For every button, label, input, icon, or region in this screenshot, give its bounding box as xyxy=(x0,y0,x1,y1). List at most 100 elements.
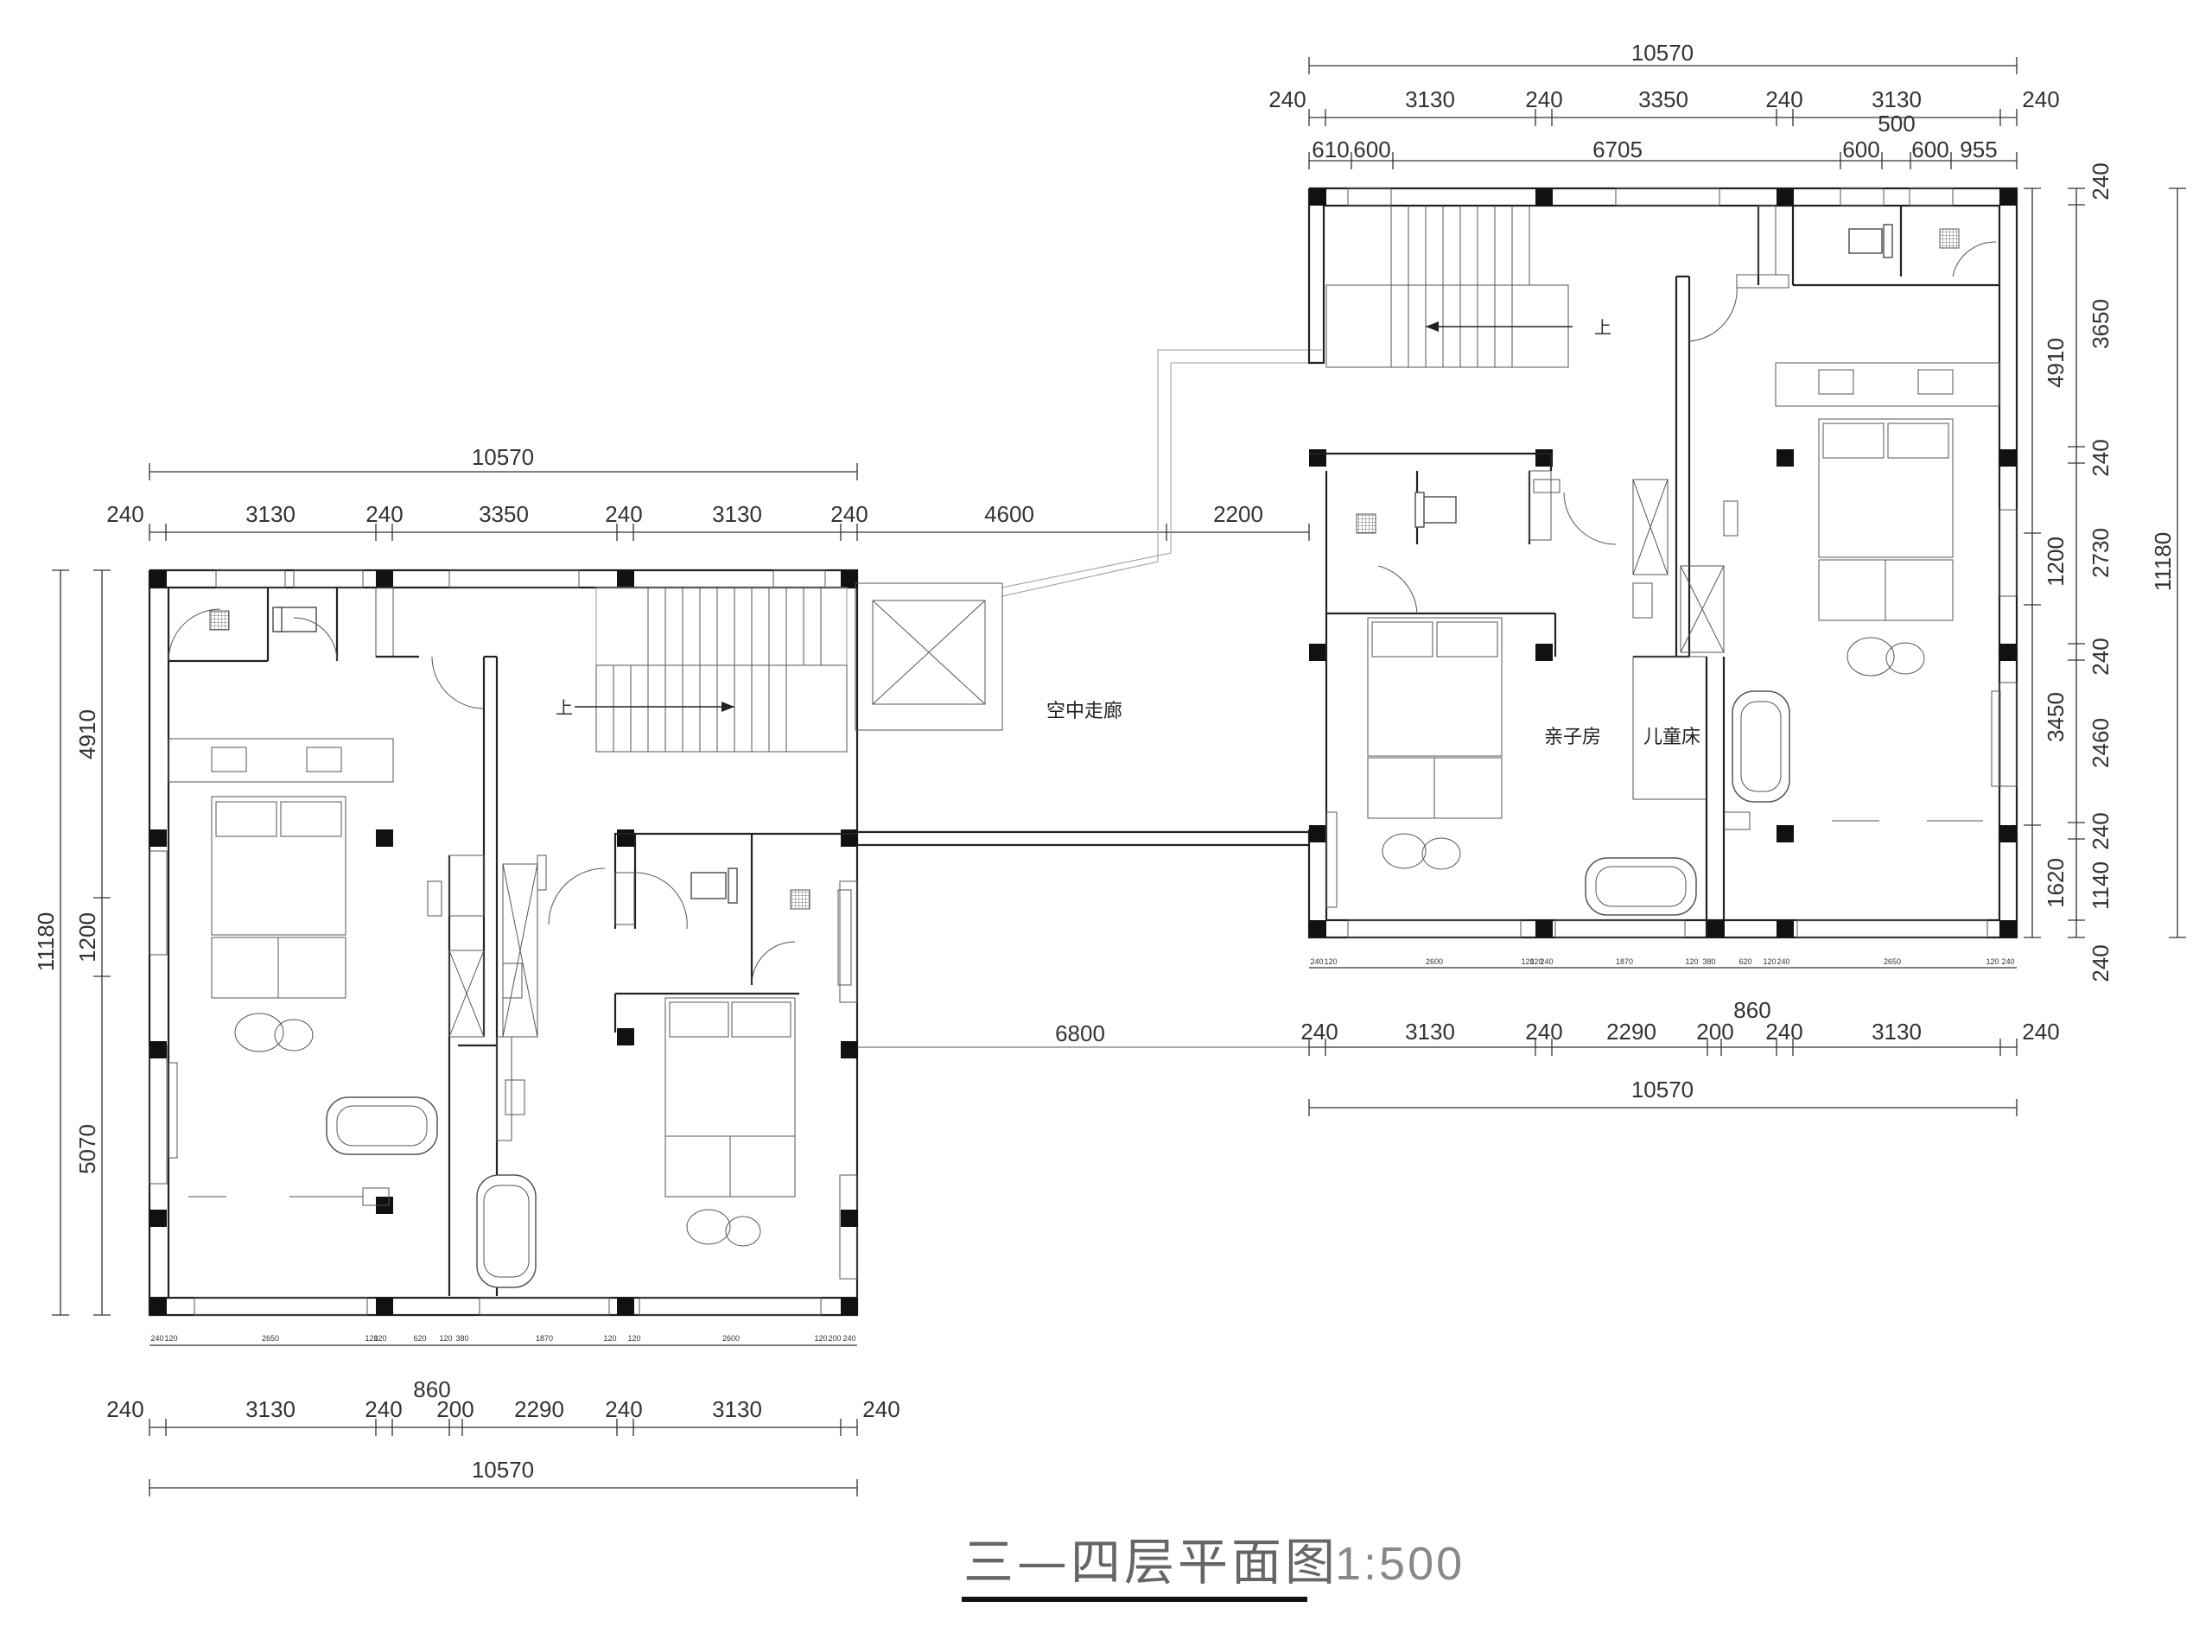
right-top-dimensions: 10570 240 3130 240 3350 240 3130 240 500… xyxy=(1268,40,2060,169)
left-side-total: 11180 xyxy=(33,912,59,971)
rt-part-4: 3350 xyxy=(1638,86,1688,112)
lb-part-1: 240 xyxy=(106,1396,143,1422)
rt-part-3: 240 xyxy=(1525,86,1562,112)
bed-left-block-2 xyxy=(613,992,799,1247)
lb-part-3: 240 xyxy=(365,1396,402,1422)
left-top-part-5: 240 xyxy=(605,501,642,527)
bed-left-block-1 xyxy=(211,796,346,1052)
left-bottom-dimensions: 240 120 2650 120 120 620 120 380 1870 12… xyxy=(106,1334,900,1496)
room-label-parent-child: 亲子房 xyxy=(1544,727,1601,748)
rb-small-2: 120 xyxy=(1324,957,1337,966)
rt-part-1: 240 xyxy=(1268,86,1306,112)
drawing-title: 三—四层平面图 1:500 xyxy=(962,1533,1465,1602)
room-label-corridor: 空中走廊 xyxy=(1046,701,1122,722)
rb-part-6: 240 xyxy=(1765,1019,1802,1045)
rb-small-1: 240 xyxy=(1310,957,1323,966)
bridge-dim-2: 2200 xyxy=(1213,501,1263,527)
rr-inner-4: 2730 xyxy=(2088,528,2113,578)
left-floor-plan: 上 xyxy=(148,349,1322,1317)
right-top-total: 10570 xyxy=(1631,40,1694,66)
rr-inner-2: 3650 xyxy=(2088,299,2113,349)
rb-extra: 860 xyxy=(1733,997,1770,1023)
rr-inner-6: 2460 xyxy=(2088,718,2113,768)
lb-small-11: 120 xyxy=(627,1334,640,1343)
lb-part-6: 240 xyxy=(605,1396,642,1422)
rw-dim-3: 6705 xyxy=(1592,137,1643,162)
left-side-part-1: 4910 xyxy=(74,709,100,759)
stair-label-left: 上 xyxy=(556,697,573,718)
lb-small-10: 120 xyxy=(603,1334,616,1343)
lb-part-8: 240 xyxy=(862,1396,899,1422)
rb-part-8: 240 xyxy=(2022,1019,2059,1045)
lb-small-9: 1870 xyxy=(536,1334,553,1343)
rt-extra: 500 xyxy=(1878,111,1915,137)
lb-small-3: 2650 xyxy=(262,1334,279,1343)
lb-small-1: 240 xyxy=(150,1334,163,1343)
rr-outer-4: 1620 xyxy=(2043,858,2069,908)
bed-right-block-1 xyxy=(1818,418,1954,677)
left-top-dimensions: 10570 240 3130 240 3350 240 3130 240 460… xyxy=(106,444,1310,541)
rt-part-7: 240 xyxy=(2022,86,2059,112)
rb-total: 10570 xyxy=(1631,1077,1694,1102)
lb-small-8: 380 xyxy=(455,1334,468,1343)
title-scale: 1:500 xyxy=(1335,1538,1465,1590)
rr-inner-8: 1140 xyxy=(2088,861,2113,910)
lb-small-13: 120 xyxy=(814,1334,827,1343)
rb-small-8: 120 xyxy=(1685,957,1698,966)
rb-small-12: 240 xyxy=(1777,957,1789,966)
lb-part-4: 200 xyxy=(436,1396,474,1422)
rb-small-6: 240 xyxy=(1540,957,1553,966)
rw-dim-2: 600 xyxy=(1353,137,1390,162)
left-side-part-3: 5070 xyxy=(74,1124,100,1174)
rw-dim-1: 610 xyxy=(1312,137,1349,162)
left-top-part-6: 3130 xyxy=(712,501,762,527)
rw-dim-5: 600 xyxy=(1911,137,1948,162)
rb-small-4: 120 xyxy=(1521,957,1534,966)
stairs-right: 上 xyxy=(1325,206,1611,368)
left-side-dimensions: 11180 4910 1200 5070 xyxy=(33,569,111,1316)
rb-part-3: 240 xyxy=(1525,1019,1562,1045)
rb-part-4: 2290 xyxy=(1606,1019,1656,1045)
rb-small-13: 2650 xyxy=(1884,957,1901,966)
rb-part-7: 3130 xyxy=(1872,1019,1922,1045)
lb-small-12: 2600 xyxy=(722,1334,740,1343)
rb-small-11: 120 xyxy=(1763,957,1776,966)
lb-small-5: 120 xyxy=(373,1334,386,1343)
rr-inner-1: 240 xyxy=(2088,162,2113,200)
rr-outer-1: 4910 xyxy=(2043,338,2069,388)
lb-part-2: 3130 xyxy=(245,1396,296,1422)
rb-part-1: 240 xyxy=(1300,1019,1338,1045)
rw-dim-4: 600 xyxy=(1842,137,1879,162)
left-top-part-1: 240 xyxy=(106,501,143,527)
rr-outer-2: 1200 xyxy=(2043,537,2069,587)
rb-part-2: 3130 xyxy=(1405,1019,1455,1045)
left-top-part-7: 240 xyxy=(830,501,868,527)
title-text: 三—四层平面图 xyxy=(963,1533,1338,1592)
rr-total: 11180 xyxy=(2150,532,2176,591)
rr-inner-3: 240 xyxy=(2088,439,2113,476)
bridge-lower-dim: 6800 xyxy=(1055,1020,1105,1046)
rr-inner-9: 240 xyxy=(2088,944,2113,982)
lb-small-2: 120 xyxy=(164,1334,177,1343)
bridge-dim-1: 4600 xyxy=(984,501,1034,527)
rt-part-5: 240 xyxy=(1765,86,1802,112)
lb-small-15: 240 xyxy=(842,1334,855,1343)
left-top-part-3: 240 xyxy=(365,501,403,527)
lb-extra: 860 xyxy=(413,1376,450,1402)
rr-outer-3: 3450 xyxy=(2043,692,2069,742)
rb-small-9: 380 xyxy=(1702,957,1715,966)
room-label-kids-bed: 儿童床 xyxy=(1643,727,1700,748)
left-side-part-2: 1200 xyxy=(74,912,100,963)
left-top-total: 10570 xyxy=(472,444,534,470)
rt-part-2: 3130 xyxy=(1405,86,1455,112)
lb-small-14: 200 xyxy=(828,1334,841,1343)
lb-small-7: 120 xyxy=(439,1334,452,1343)
lb-part-7: 3130 xyxy=(712,1396,762,1422)
rr-inner-7: 240 xyxy=(2088,812,2113,849)
rt-part-6: 3130 xyxy=(1872,86,1922,112)
lb-part-5: 2290 xyxy=(514,1396,564,1422)
lb-total: 10570 xyxy=(472,1457,534,1483)
right-side-dimensions: 240 3650 240 2730 240 2460 240 1140 240 … xyxy=(2024,162,2186,982)
rb-small-7: 1870 xyxy=(1616,957,1633,966)
title-underline xyxy=(962,1597,1307,1602)
